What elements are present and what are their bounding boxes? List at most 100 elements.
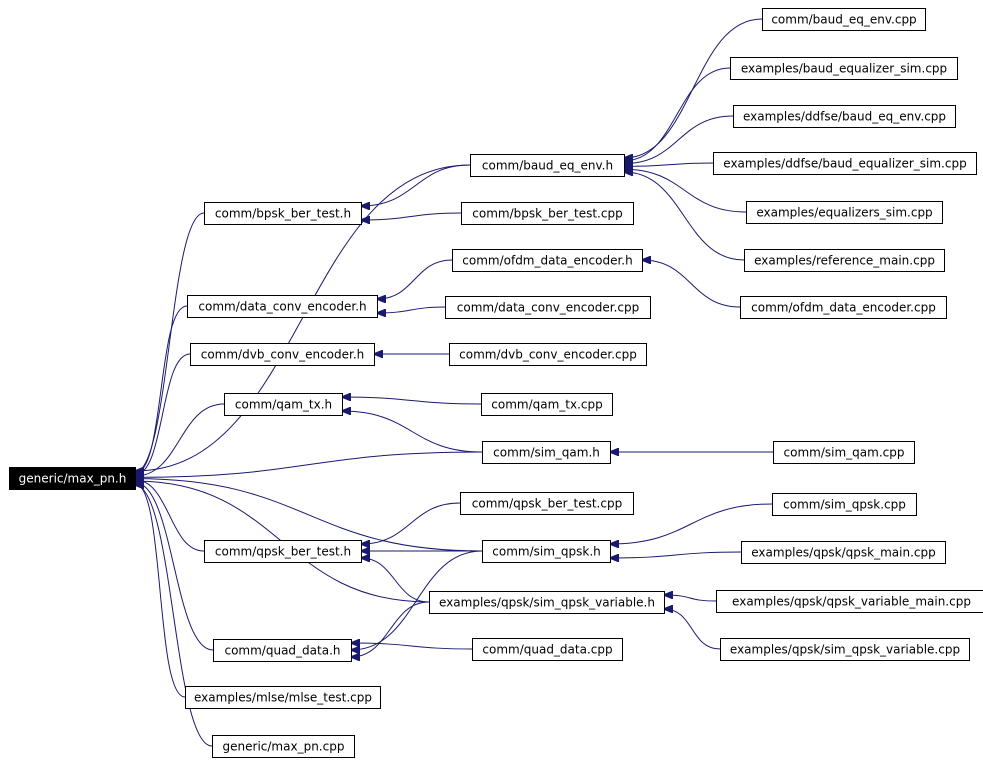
- edge-sim_qam_h-to-qam_tx_h: [342, 411, 483, 453]
- edge-equalizers_sim_cpp-to-baud_eq_env_h: [624, 169, 747, 213]
- node-ofdm-data-encoder-h[interactable]: comm/ofdm_data_encoder.h: [452, 249, 643, 272]
- edge-ofdm_data_encoder_h-to-data_conv_encoder_h: [377, 259, 453, 299]
- node-sim-qam-h[interactable]: comm/sim_qam.h: [482, 441, 611, 464]
- edge-baud_equalizer_sim_cpp-to-baud_eq_env_h: [624, 67, 731, 161]
- node-box[interactable]: [213, 639, 352, 662]
- node-qam-tx-h[interactable]: comm/qam_tx.h: [224, 393, 343, 416]
- node-box[interactable]: [212, 735, 355, 758]
- node-label: comm/dvb_conv_encoder.cpp: [459, 348, 637, 362]
- node-box[interactable]: [190, 343, 375, 366]
- node-box[interactable]: [482, 540, 611, 563]
- node-baud-equalizer-sim-cpp[interactable]: examples/baud_equalizer_sim.cpp: [730, 57, 958, 80]
- node-box[interactable]: [730, 57, 958, 80]
- edge-max_pn_cpp-to-max_pn_h: [135, 485, 213, 747]
- node-label: comm/data_conv_encoder.h: [198, 300, 366, 314]
- edge-sim_qpsk_h-to-max_pn_h: [135, 479, 483, 552]
- node-label: comm/baud_eq_env.cpp: [771, 13, 916, 27]
- node-box[interactable]: [204, 540, 362, 563]
- node-qpsk-variable-main-cpp[interactable]: examples/qpsk/qpsk_variable_main.cpp: [716, 590, 983, 613]
- node-equalizers-sim-cpp[interactable]: examples/equalizers_sim.cpp: [746, 201, 943, 224]
- node-sim-qam-cpp[interactable]: comm/sim_qam.cpp: [773, 441, 915, 464]
- node-baud-eq-env-cpp[interactable]: comm/baud_eq_env.cpp: [762, 8, 926, 31]
- node-max-pn-cpp[interactable]: generic/max_pn.cpp: [212, 735, 355, 758]
- node-label: examples/ddfse/baud_equalizer_sim.cpp: [723, 157, 966, 171]
- node-box[interactable]: [772, 493, 917, 516]
- node-bpsk-ber-test-h[interactable]: comm/bpsk_ber_test.h: [204, 202, 362, 225]
- node-baud-eq-env-h[interactable]: comm/baud_eq_env.h: [470, 154, 625, 177]
- node-label: comm/data_conv_encoder.cpp: [457, 301, 639, 315]
- node-label: comm/qpsk_ber_test.cpp: [472, 497, 622, 511]
- node-box[interactable]: [9, 467, 136, 490]
- edge-ddfse_baud_equalizer_sim_cpp-to-baud_eq_env_h: [624, 163, 714, 166]
- node-sim-qpsk-variable-cpp[interactable]: examples/qpsk/sim_qpsk_variable.cpp: [720, 638, 970, 661]
- edge-qpsk_main_cpp-to-sim_qpsk_h: [610, 551, 742, 558]
- node-box[interactable]: [733, 105, 956, 128]
- node-box[interactable]: [187, 295, 378, 318]
- node-box[interactable]: [445, 296, 651, 319]
- node-sim-qpsk-cpp[interactable]: comm/sim_qpsk.cpp: [772, 493, 917, 516]
- node-box[interactable]: [452, 249, 643, 272]
- edge-dvb_conv_encoder_h-to-max_pn_h: [135, 353, 191, 475]
- node-box[interactable]: [720, 638, 970, 661]
- node-box[interactable]: [773, 441, 915, 464]
- node-box[interactable]: [429, 591, 665, 614]
- node-box[interactable]: [482, 441, 611, 464]
- node-label: comm/ofdm_data_encoder.h: [462, 254, 632, 268]
- node-qpsk-ber-test-cpp[interactable]: comm/qpsk_ber_test.cpp: [460, 492, 634, 515]
- node-qpsk-ber-test-h[interactable]: comm/qpsk_ber_test.h: [204, 540, 362, 563]
- node-label: examples/qpsk/sim_qpsk_variable.h: [439, 596, 655, 610]
- node-label: generic/max_pn.h: [19, 472, 127, 486]
- node-box[interactable]: [470, 154, 625, 177]
- node-box[interactable]: [716, 590, 983, 613]
- node-label: examples/ddfse/baud_eq_env.cpp: [743, 110, 946, 124]
- node-box[interactable]: [460, 492, 634, 515]
- node-ofdm-data-encoder-cpp[interactable]: comm/ofdm_data_encoder.cpp: [740, 296, 947, 319]
- node-label: comm/dvb_conv_encoder.h: [201, 348, 365, 362]
- node-box[interactable]: [481, 393, 613, 416]
- node-sim-qpsk-variable-h[interactable]: examples/qpsk/sim_qpsk_variable.h: [429, 591, 665, 614]
- edge-qpsk_variable_main_cpp-to-sim_qpsk_variable_h: [664, 595, 717, 602]
- node-label: generic/max_pn.cpp: [223, 740, 345, 754]
- node-label: examples/equalizers_sim.cpp: [756, 206, 932, 220]
- edge-ddfse_baud_eq_env_cpp-to-baud_eq_env_h: [624, 115, 734, 164]
- node-box[interactable]: [204, 202, 362, 225]
- node-sim-qpsk-h[interactable]: comm/sim_qpsk.h: [482, 540, 611, 563]
- node-quad-data-cpp[interactable]: comm/quad_data.cpp: [472, 638, 623, 661]
- node-box[interactable]: [741, 541, 946, 564]
- node-box[interactable]: [762, 8, 926, 31]
- node-data-conv-encoder-cpp[interactable]: comm/data_conv_encoder.cpp: [445, 296, 651, 319]
- edge-data_conv_encoder_cpp-to-data_conv_encoder_h: [377, 306, 446, 313]
- node-box[interactable]: [713, 152, 977, 175]
- node-box[interactable]: [224, 393, 343, 416]
- edges-layer: [135, 18, 773, 747]
- node-box[interactable]: [449, 343, 647, 366]
- node-label: comm/quad_data.cpp: [482, 643, 612, 657]
- edge-sim_qpsk_variable_cpp-to-sim_qpsk_variable_h: [664, 609, 721, 650]
- node-mlse-test-cpp[interactable]: examples/mlse/mlse_test.cpp: [185, 686, 381, 709]
- node-label: comm/sim_qpsk.cpp: [783, 498, 906, 512]
- node-box[interactable]: [744, 249, 945, 272]
- node-box[interactable]: [461, 202, 634, 225]
- node-box[interactable]: [746, 201, 943, 224]
- edge-reference_main_cpp-to-baud_eq_env_h: [624, 172, 745, 261]
- node-data-conv-encoder-h[interactable]: comm/data_conv_encoder.h: [187, 295, 378, 318]
- node-box[interactable]: [185, 686, 381, 709]
- node-box[interactable]: [740, 296, 947, 319]
- edge-data_conv_encoder_h-to-max_pn_h: [135, 305, 188, 474]
- node-dvb-conv-encoder-cpp[interactable]: comm/dvb_conv_encoder.cpp: [449, 343, 647, 366]
- node-bpsk-ber-test-cpp[interactable]: comm/bpsk_ber_test.cpp: [461, 202, 634, 225]
- edge-ofdm_data_encoder_cpp-to-ofdm_data_encoder_h: [642, 260, 741, 308]
- edge-qam_tx_h-to-max_pn_h: [135, 403, 225, 476]
- node-ddfse-baud-eq-env-cpp[interactable]: examples/ddfse/baud_eq_env.cpp: [733, 105, 956, 128]
- edge-bpsk_ber_test_cpp-to-bpsk_ber_test_h: [361, 212, 462, 220]
- node-max-pn-h[interactable]: generic/max_pn.h: [9, 467, 136, 490]
- node-qpsk-main-cpp[interactable]: examples/qpsk/qpsk_main.cpp: [741, 541, 946, 564]
- node-reference-main-cpp[interactable]: examples/reference_main.cpp: [744, 249, 945, 272]
- node-ddfse-baud-equalizer-sim-cpp[interactable]: examples/ddfse/baud_equalizer_sim.cpp: [713, 152, 977, 175]
- node-quad-data-h[interactable]: comm/quad_data.h: [213, 639, 352, 662]
- edge-sim_qpsk_variable_h-to-qpsk_ber_test_h: [361, 558, 430, 603]
- node-box[interactable]: [472, 638, 623, 661]
- node-qam-tx-cpp[interactable]: comm/qam_tx.cpp: [481, 393, 613, 416]
- node-dvb-conv-encoder-h[interactable]: comm/dvb_conv_encoder.h: [190, 343, 375, 366]
